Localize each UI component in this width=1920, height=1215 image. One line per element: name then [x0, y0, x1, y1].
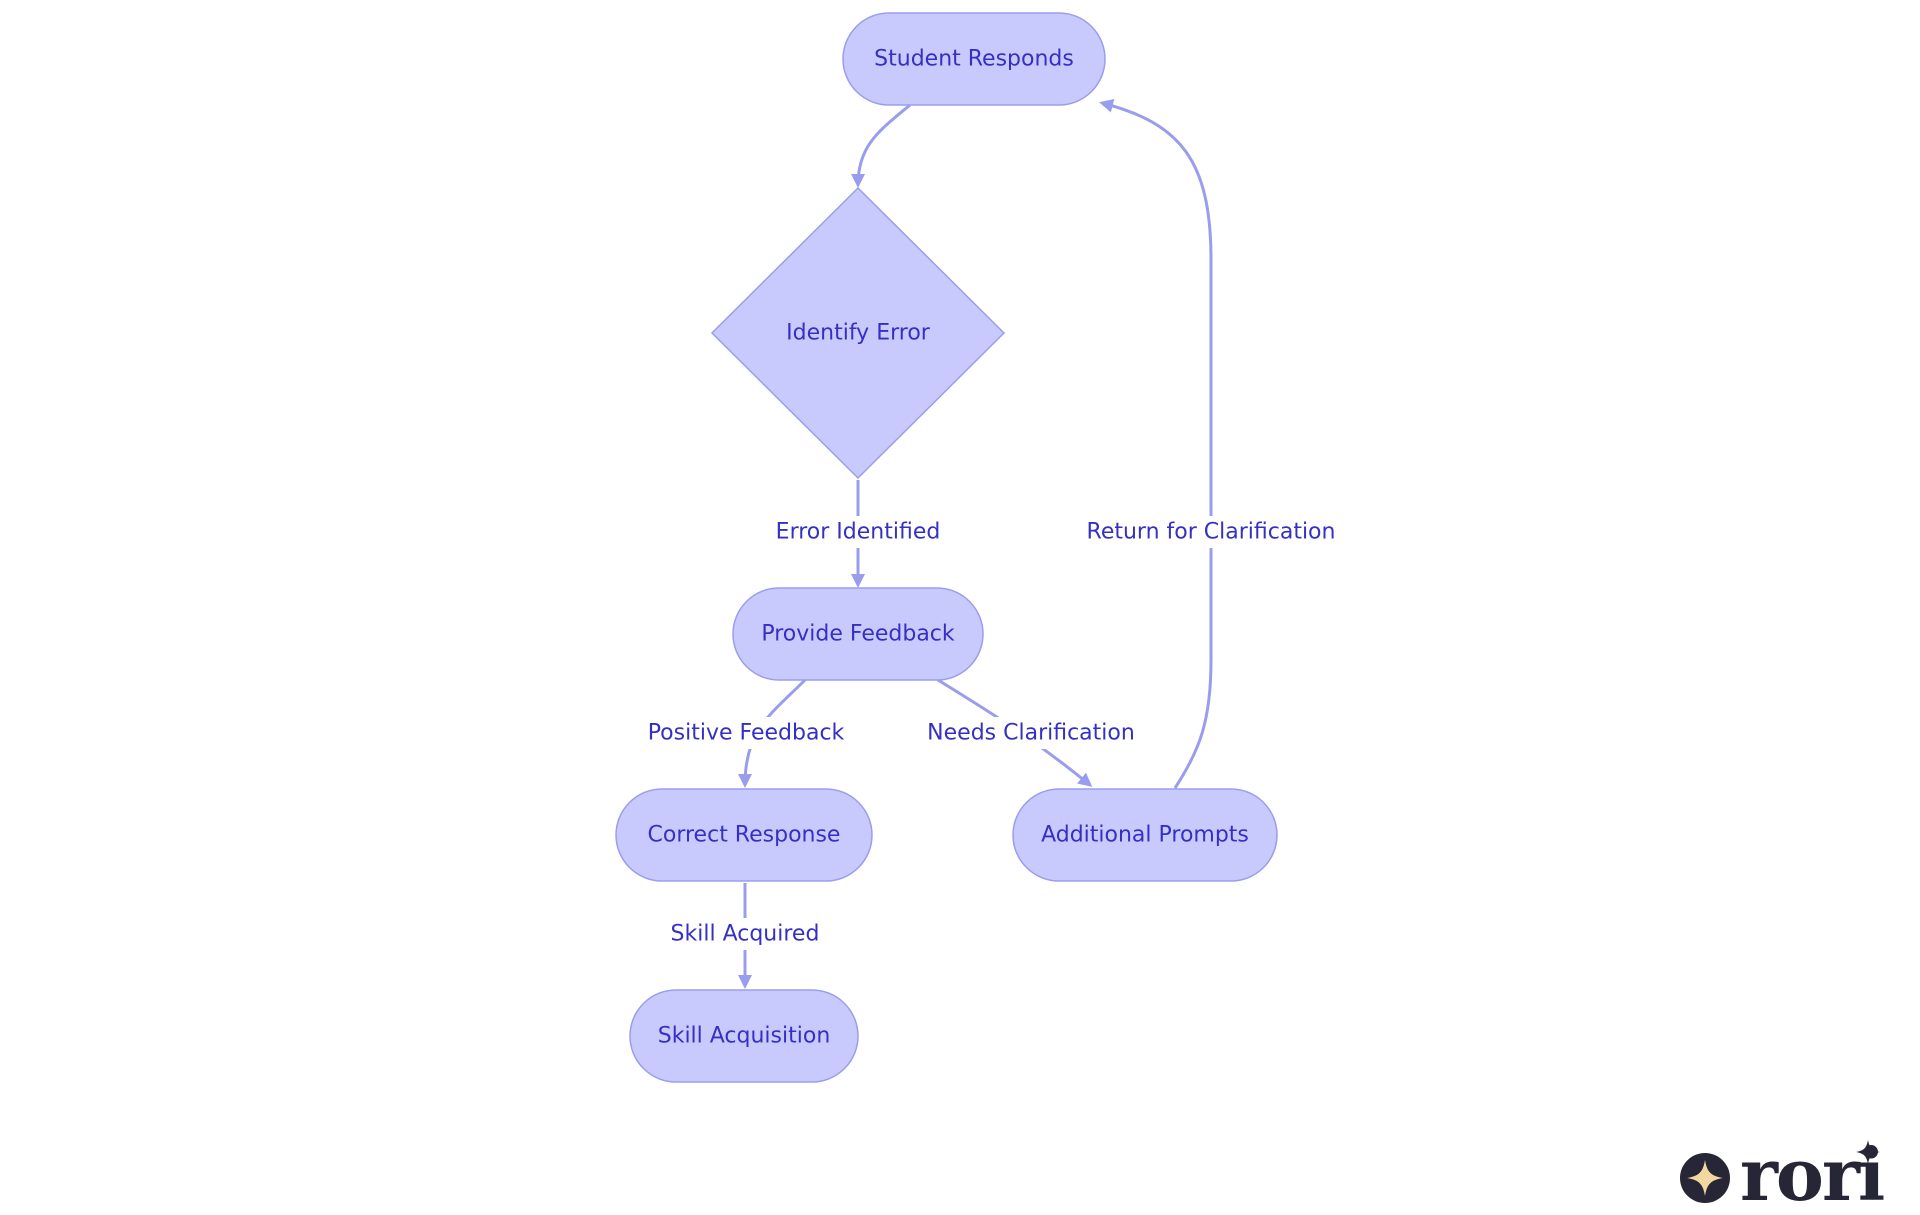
node-additional-prompts-label: Additional Prompts: [1041, 823, 1249, 848]
node-provide-feedback-label: Provide Feedback: [761, 622, 955, 647]
node-identify-error: Identify Error: [710, 186, 1006, 480]
edge-label-positive-feedback: Positive Feedback: [648, 717, 845, 749]
edge-additional-to-student: [1099, 98, 1213, 789]
edge-label-needs-clarification: Needs Clarification: [926, 717, 1136, 749]
edge-label-positive-feedback-text: Positive Feedback: [648, 721, 845, 746]
node-student-responds-label: Student Responds: [874, 47, 1074, 72]
sparkle-icon: [1687, 1160, 1723, 1196]
edge-label-error-identified-text: Error Identified: [776, 520, 941, 545]
edge-label-return-for-clarification-text: Return for Clarification: [1087, 520, 1336, 545]
node-correct-response-label: Correct Response: [648, 823, 841, 848]
edge-label-error-identified: Error Identified: [776, 516, 941, 548]
node-provide-feedback: Provide Feedback: [732, 587, 984, 681]
node-additional-prompts: Additional Prompts: [1012, 788, 1278, 882]
logo-star-icon: [1856, 1140, 1880, 1164]
rori-logo: rori: [1680, 1132, 1886, 1215]
edge-label-skill-acquired: Skill Acquired: [670, 918, 820, 950]
node-skill-acquisition-label: Skill Acquisition: [658, 1024, 831, 1049]
edge-student-to-identify: [851, 103, 911, 188]
edge-label-skill-acquired-text: Skill Acquired: [671, 922, 820, 947]
node-student-responds: Student Responds: [842, 12, 1106, 106]
node-identify-error-label: Identify Error: [786, 321, 931, 346]
node-skill-acquisition: Skill Acquisition: [629, 989, 859, 1083]
node-correct-response: Correct Response: [615, 788, 873, 882]
logo-wordmark: rori: [1740, 1132, 1884, 1215]
edge-label-needs-clarification-text: Needs Clarification: [927, 721, 1135, 746]
edge-label-return-for-clarification: Return for Clarification: [1087, 516, 1336, 548]
